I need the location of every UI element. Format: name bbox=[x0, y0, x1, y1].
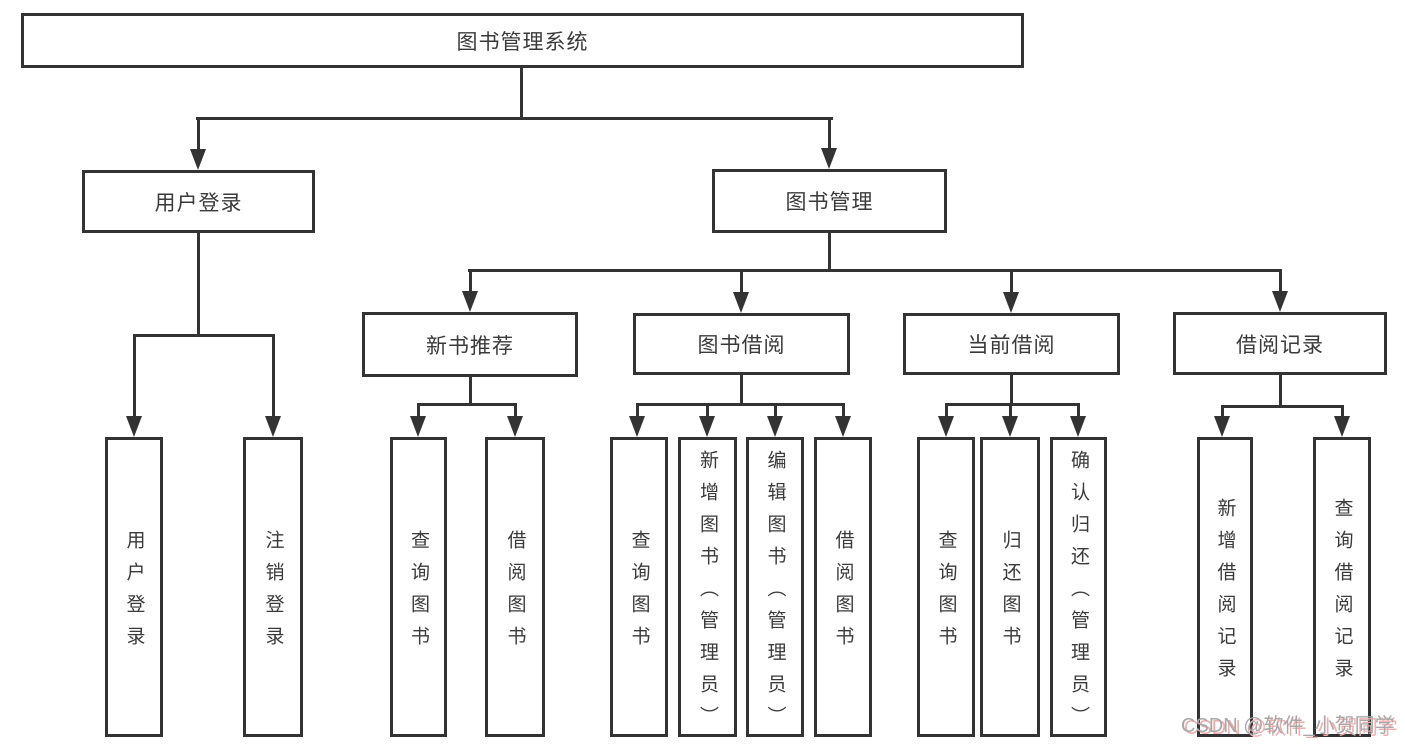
connector-drop-leaf-logout bbox=[272, 334, 275, 417]
connector-drop-b2 bbox=[514, 403, 517, 418]
arrowhead-book-mgmt bbox=[821, 148, 837, 169]
connector-drop-c2 bbox=[706, 403, 709, 418]
connector-level3-branch bbox=[468, 269, 1282, 272]
leaf-return-books-label: 归还图书 bbox=[999, 529, 1021, 658]
leaf-query-borrow-record: 查询借阅记录 bbox=[1313, 437, 1371, 737]
leaf-confirm-return-admin-label: 确认归还（管理员） bbox=[1068, 449, 1089, 738]
leaf-query-books-current: 查询图书 bbox=[917, 437, 975, 737]
arrowhead-c2 bbox=[699, 416, 715, 437]
node-library-system-label: 图书管理系统 bbox=[456, 30, 589, 54]
connector-borrow-records-stub bbox=[1279, 375, 1282, 408]
leaf-logout-label: 注销登录 bbox=[262, 529, 284, 658]
leaf-return-books: 归还图书 bbox=[980, 437, 1040, 737]
arrowhead-e1 bbox=[1214, 416, 1230, 437]
arrowhead-user-login bbox=[190, 149, 206, 170]
connector-drop-new-book bbox=[469, 269, 472, 293]
connector-drop-c1 bbox=[636, 403, 639, 418]
arrowhead-d1 bbox=[938, 416, 954, 437]
connector-drop-c4 bbox=[842, 403, 845, 418]
arrowhead-current-borrow bbox=[1003, 292, 1019, 313]
leaf-confirm-return-admin: 确认归还（管理员） bbox=[1050, 437, 1107, 738]
leaf-query-borrow-record-label: 查询借阅记录 bbox=[1331, 497, 1353, 690]
arrowhead-b1 bbox=[410, 416, 426, 437]
leaf-query-books-recommend: 查询图书 bbox=[390, 437, 447, 737]
connector-drop-leaf-login bbox=[133, 334, 136, 417]
connector-drop-user-login bbox=[197, 117, 200, 150]
node-current-borrowing-label: 当前借阅 bbox=[967, 334, 1056, 357]
connector-drop-book-borrow bbox=[740, 269, 743, 293]
leaf-user-login-label: 用户登录 bbox=[123, 529, 145, 658]
node-borrow-records: 借阅记录 bbox=[1173, 312, 1387, 375]
connector-root-stub bbox=[520, 68, 523, 120]
leaf-add-borrow-record: 新增借阅记录 bbox=[1197, 437, 1253, 737]
node-new-book-recommend: 新书推荐 bbox=[362, 312, 578, 377]
arrowhead-e2 bbox=[1334, 416, 1350, 437]
leaf-query-books-recommend-label: 查询图书 bbox=[408, 529, 429, 658]
arrowhead-leaf-logout bbox=[265, 416, 281, 437]
arrowhead-c3 bbox=[767, 416, 783, 437]
csdn-watermark: CSDN @软件_小贺同学 bbox=[1181, 715, 1395, 737]
node-book-borrowing-label: 图书借阅 bbox=[697, 334, 786, 357]
node-book-borrowing: 图书借阅 bbox=[633, 313, 850, 375]
connector-drop-e1 bbox=[1221, 405, 1224, 418]
leaf-borrow-books-label: 借阅图书 bbox=[832, 529, 854, 658]
connector-book-borrow-stub bbox=[740, 375, 743, 406]
leaf-query-books-borrowing: 查询图书 bbox=[610, 437, 668, 737]
connector-level2-branch bbox=[196, 117, 833, 120]
arrowhead-c4 bbox=[835, 416, 851, 437]
node-current-borrowing: 当前借阅 bbox=[903, 313, 1120, 375]
arrowhead-new-book bbox=[462, 291, 478, 312]
leaf-user-login: 用户登录 bbox=[105, 437, 163, 737]
leaf-logout: 注销登录 bbox=[243, 437, 303, 737]
connector-drop-c3 bbox=[774, 403, 777, 418]
node-user-login-label: 用户登录 bbox=[154, 191, 243, 215]
connector-current-borrow-branch bbox=[945, 403, 1080, 406]
arrowhead-leaf-login bbox=[126, 416, 142, 437]
arrowhead-d2 bbox=[1002, 416, 1018, 437]
arrowhead-book-borrow bbox=[733, 292, 749, 313]
leaf-edit-books-admin-label: 编辑图书（管理员） bbox=[764, 449, 786, 738]
connector-drop-book-mgmt bbox=[828, 117, 831, 149]
connector-new-book-stub bbox=[469, 377, 472, 406]
connector-user-login-stub bbox=[197, 233, 200, 337]
leaf-add-borrow-record-label: 新增借阅记录 bbox=[1214, 497, 1236, 690]
leaf-borrow-books: 借阅图书 bbox=[814, 437, 872, 737]
connector-drop-d3 bbox=[1077, 403, 1080, 418]
arrowhead-b2 bbox=[507, 416, 523, 437]
leaf-query-books-current-label: 查询图书 bbox=[935, 529, 957, 658]
connector-borrow-records-branch bbox=[1221, 405, 1344, 408]
leaf-edit-books-admin: 编辑图书（管理员） bbox=[746, 437, 804, 738]
node-library-system: 图书管理系统 bbox=[21, 13, 1024, 68]
connector-drop-d1 bbox=[945, 403, 948, 418]
connector-new-book-branch bbox=[417, 403, 517, 406]
connector-drop-e2 bbox=[1341, 405, 1344, 418]
arrowhead-c1 bbox=[629, 416, 645, 437]
connector-drop-borrow-records bbox=[1279, 269, 1282, 293]
node-book-management: 图书管理 bbox=[712, 169, 947, 233]
leaf-borrow-books-recommend: 借阅图书 bbox=[485, 437, 545, 737]
node-book-management-label: 图书管理 bbox=[785, 191, 874, 214]
connector-book-borrow-branch bbox=[636, 403, 845, 406]
connector-drop-d2 bbox=[1009, 403, 1012, 418]
connector-current-borrow-stub bbox=[1010, 375, 1013, 406]
arrowhead-borrow-records bbox=[1272, 291, 1288, 312]
connector-book-mgmt-stub bbox=[828, 233, 831, 272]
connector-user-login-branch bbox=[133, 334, 274, 337]
leaf-add-books-admin-label: 新增图书（管理员） bbox=[697, 449, 718, 738]
node-new-book-recommend-label: 新书推荐 bbox=[426, 334, 514, 358]
leaf-query-books-borrowing-label: 查询图书 bbox=[628, 529, 650, 658]
leaf-borrow-books-recommend-label: 借阅图书 bbox=[504, 529, 526, 658]
node-user-login: 用户登录 bbox=[82, 170, 315, 233]
connector-drop-current-borrow bbox=[1010, 269, 1013, 293]
node-borrow-records-label: 借阅记录 bbox=[1236, 333, 1324, 357]
arrowhead-d3 bbox=[1070, 416, 1086, 437]
leaf-add-books-admin: 新增图书（管理员） bbox=[678, 437, 737, 738]
connector-drop-b1 bbox=[417, 403, 420, 418]
